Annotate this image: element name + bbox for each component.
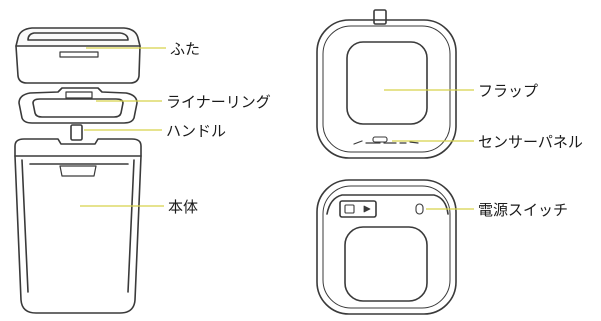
body-illustration [14, 138, 142, 314]
liner-ring-label: ライナーリング [166, 93, 271, 111]
handle-label: ハンドル [166, 122, 226, 140]
lid-label: ふた [170, 40, 200, 58]
top-view-illustration [316, 9, 457, 159]
flap-label: フラップ [478, 82, 538, 100]
bottom-view-illustration [316, 179, 457, 315]
sensor-panel-label: センサーパネル [478, 133, 583, 151]
body-label: 本体 [168, 198, 198, 216]
sensor-panel-illustration [353, 136, 419, 145]
power-switch-illustration [415, 203, 424, 215]
handle-illustration [70, 124, 83, 141]
power-switch-label: 電源スイッチ [478, 201, 568, 219]
lid-illustration [15, 27, 141, 84]
liner-ring-illustration [18, 87, 138, 124]
